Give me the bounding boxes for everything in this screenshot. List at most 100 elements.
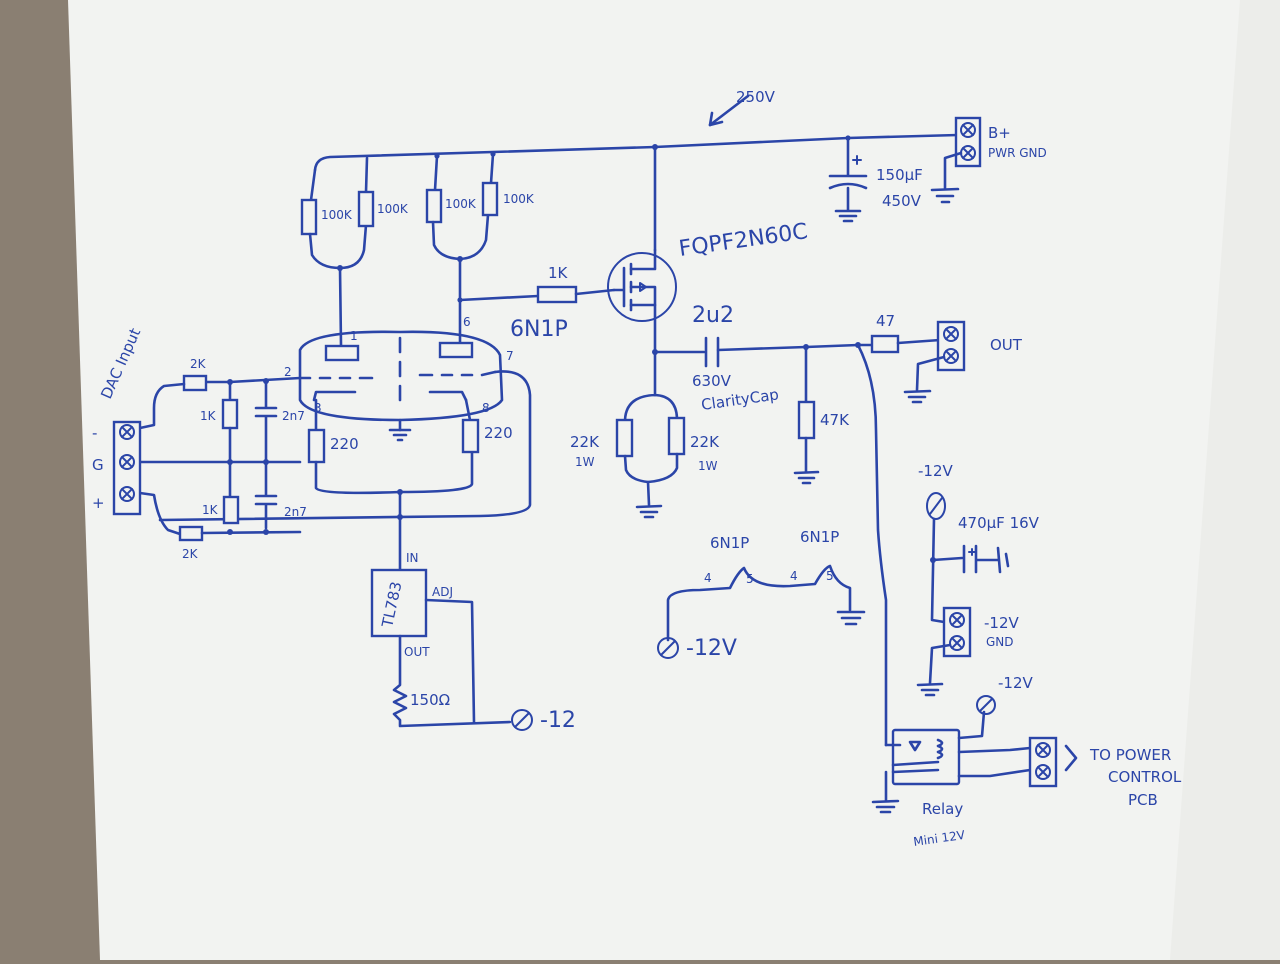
paper-sheet xyxy=(68,0,1280,960)
heater-pin-b: 5 xyxy=(746,572,754,586)
tl783-res-label: 150Ω xyxy=(410,691,450,709)
heater-pin-d: 5 xyxy=(826,569,834,583)
triode-tube: 6N1P 1 6 2 7 3 8 220 220 xyxy=(158,315,568,572)
input-series-resistor-2 xyxy=(178,525,204,542)
relay-section: -12V TO POWER CONTROL PCB Relay Mini 12V xyxy=(871,674,1182,849)
input-plus-label: + xyxy=(92,494,105,512)
plate-resistor-1 xyxy=(300,198,318,236)
grid-7-icon xyxy=(418,370,497,377)
cathode-3-icon xyxy=(312,390,357,402)
reservoir-cap-voltage: 450V xyxy=(882,192,922,210)
output-cap-voltage: 630V xyxy=(692,372,732,390)
b-plus-rail: 250V xyxy=(313,88,960,172)
ground-icon xyxy=(388,428,412,442)
plate-resistors-right: 100K 100K xyxy=(425,152,535,347)
neg-node-terminal-icon xyxy=(926,492,946,520)
ground-icon xyxy=(834,209,862,223)
output-series-resistor xyxy=(870,334,900,354)
ground-icon xyxy=(871,799,900,814)
source-resistor-2 xyxy=(667,416,686,456)
heater-wire xyxy=(666,564,852,642)
input-series-1-label: 2K xyxy=(190,357,207,371)
heater-string: 6N1P 6N1P 4 5 4 5 -12V xyxy=(657,528,866,661)
input-cap-2-label: 2n7 xyxy=(284,505,307,519)
relay-screw-2-icon xyxy=(1035,764,1051,780)
pwr-gnd-wire xyxy=(943,151,963,190)
input-caps xyxy=(254,379,278,530)
arrow-right-icon xyxy=(1064,744,1078,772)
neg-node-label: -12V xyxy=(918,462,953,480)
relay-screw-1-icon xyxy=(1035,742,1051,758)
gate-res-label: 1K xyxy=(548,264,569,282)
cathode-resistor-2 xyxy=(461,418,480,454)
output-shunt-label: 47K xyxy=(820,411,850,429)
plate-resistor-4 xyxy=(481,181,499,217)
output-shunt-resistor xyxy=(797,400,816,440)
relay-supply-terminal-icon xyxy=(976,695,996,715)
ground-icon xyxy=(793,470,820,485)
reservoir-cap-value: 150μF xyxy=(876,166,923,184)
pin-3-label: 3 xyxy=(314,401,322,415)
reservoir-capacitor: 150μF 450V xyxy=(828,136,923,223)
heater-supply-label: -12V xyxy=(686,636,737,661)
source-resistors: 22K 1W 22K 1W xyxy=(570,393,720,519)
tube-part-label: 6N1P xyxy=(510,317,568,342)
neg-12-label: -12 xyxy=(540,708,576,733)
heater-tube-1-label: 6N1P xyxy=(710,534,749,552)
rail-voltage-label: 250V xyxy=(736,88,776,106)
input-shunt-2-label: 1K xyxy=(202,503,219,517)
relay-contact-icon xyxy=(884,740,922,752)
polarity-plus-icon xyxy=(852,155,862,165)
plate-res-4-label: 100K xyxy=(503,192,535,206)
tl783-adj-label: ADJ xyxy=(432,585,453,599)
neg-gnd-screw-icon xyxy=(949,635,965,651)
plate-1-icon xyxy=(324,344,360,362)
neg-conn-label-2: GND xyxy=(986,635,1014,649)
tl783-out-label: OUT xyxy=(404,645,430,659)
plate-resistors-left: 100K 100K xyxy=(300,156,409,347)
tl783-resistor xyxy=(392,634,512,728)
negative-supply: -12V 470μF 16V -12V GND xyxy=(916,462,1040,697)
ground-icon xyxy=(930,187,960,204)
relay-contact-bar xyxy=(891,760,940,774)
plate-1-wire xyxy=(338,266,343,347)
neg-conn-label-1: -12V xyxy=(984,614,1019,632)
output-cap-value: 2u2 xyxy=(692,303,734,328)
gate-resistor-1k xyxy=(536,285,578,304)
relay-terminal-block xyxy=(1028,736,1058,788)
output-to-relay-wire xyxy=(856,343,888,747)
mosfet-arrow-icon xyxy=(639,282,647,292)
ground-icon xyxy=(916,682,944,697)
heater-tube-2-label: 6N1P xyxy=(800,528,839,546)
polarity-plus-icon xyxy=(968,548,976,556)
pin-7-label: 7 xyxy=(506,349,514,363)
neg-supply-cap xyxy=(931,544,1000,574)
current-sink-regulator: TL783 IN ADJ OUT 150Ω -12 xyxy=(370,551,576,733)
relay-body xyxy=(891,728,961,786)
neg-supply-terminal-block xyxy=(942,606,972,658)
neg-12-terminal-icon xyxy=(511,709,533,731)
heater-pin-a: 4 xyxy=(704,571,712,585)
input-cap-1-label: 2n7 xyxy=(282,409,305,423)
output-label: OUT xyxy=(990,336,1023,354)
mosfet-gate xyxy=(612,266,626,308)
source-res-1-power: 1W xyxy=(575,455,595,469)
b-plus-screw-icon xyxy=(960,122,976,138)
output-series-label: 47 xyxy=(876,312,895,330)
relay-dest-3: PCB xyxy=(1128,791,1158,809)
relay-supply-label: -12V xyxy=(998,674,1033,692)
rail-arrow-head xyxy=(708,111,724,127)
grid-7-wire xyxy=(158,370,532,522)
tube-envelope xyxy=(298,330,504,422)
rail-voltage-arrow xyxy=(708,94,750,127)
input-ground-label: G xyxy=(92,456,104,474)
pin-2-label: 2 xyxy=(284,365,292,379)
pin-8-label: 8 xyxy=(482,401,490,415)
cap-plate-bottom xyxy=(828,182,868,190)
relay-dest-2: CONTROL xyxy=(1108,768,1182,786)
relay-label: Relay xyxy=(922,800,963,818)
source-res-1-value: 22K xyxy=(570,433,600,451)
mosfet-body xyxy=(607,252,677,322)
plate-resistor-2 xyxy=(357,190,375,228)
